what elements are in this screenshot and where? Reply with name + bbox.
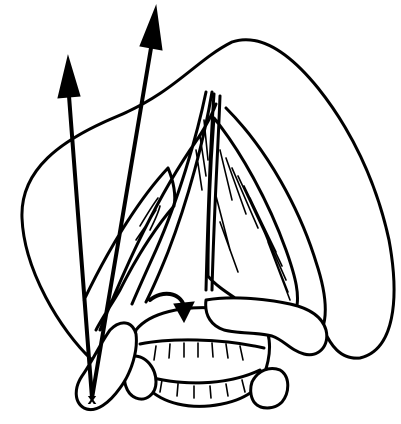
- origin-marker: x: [87, 392, 96, 408]
- left-fold: [84, 168, 175, 330]
- force-vector-left-head: [58, 56, 80, 98]
- force-vector-right-head: [140, 6, 162, 50]
- right-knob: [251, 369, 288, 409]
- central-cord-left-inner: [146, 92, 212, 302]
- left-process: [76, 323, 136, 410]
- force-vector-left: [69, 96, 92, 398]
